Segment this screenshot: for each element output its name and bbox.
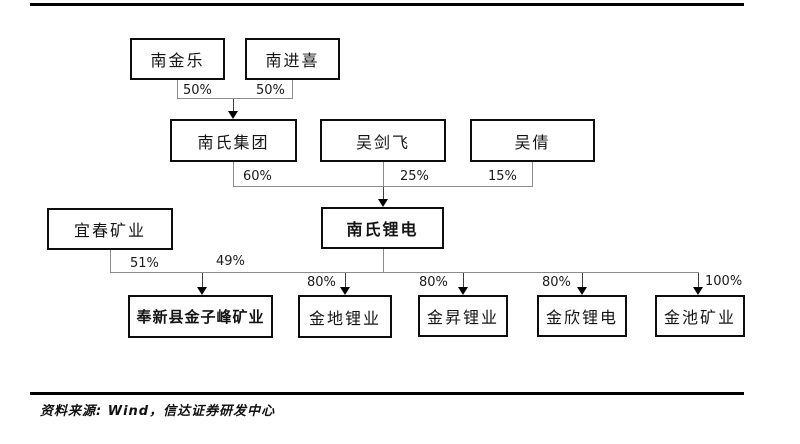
edge-label-25pct: 25% [400, 169, 429, 184]
node-nan-jinxi: 南进喜 [245, 38, 340, 80]
connector-line [233, 186, 533, 187]
edge-label-60pct: 60% [243, 169, 272, 184]
edge-label-80pct: 80% [419, 275, 448, 290]
down-arrowhead-icon [458, 287, 468, 295]
down-arrowhead-icon [577, 287, 587, 295]
connector-line [110, 272, 699, 273]
edge-label-80pct: 80% [542, 275, 571, 290]
connector-line [532, 162, 533, 187]
source-note: 资料来源: Wind，信达证券研发中心 [40, 404, 276, 419]
edge-label-80pct: 80% [307, 275, 336, 290]
node-jindi-liye: 金地锂业 [298, 295, 392, 338]
connector-line [233, 99, 234, 112]
bottom-rule [30, 392, 744, 395]
connector-line [383, 248, 384, 273]
down-arrowhead-icon [340, 287, 350, 295]
connector-line [202, 273, 203, 288]
edge-label-100pct: 100% [705, 274, 743, 289]
edge-label-49pct: 49% [216, 254, 245, 269]
connector-line [233, 162, 234, 187]
connector-line [383, 187, 384, 200]
node-wu-qian: 吴倩 [470, 119, 595, 162]
connector-line [110, 250, 111, 273]
down-arrowhead-icon [378, 199, 388, 207]
top-rule [30, 3, 744, 6]
node-nanshi-lidian: 南氏锂电 [321, 207, 444, 249]
node-nan-jinle: 南金乐 [130, 38, 225, 80]
edge-label-50pct: 50% [256, 83, 285, 98]
down-arrowhead-icon [693, 287, 703, 295]
connector-line [582, 273, 583, 288]
node-wu-jianfei: 吴剑飞 [320, 119, 446, 162]
node-nanshi-group: 南氏集团 [170, 119, 297, 162]
edge-label-50pct: 50% [183, 83, 212, 98]
connector-line [383, 162, 384, 187]
down-arrowhead-icon [228, 111, 238, 119]
connector-line [177, 80, 178, 99]
node-yichun-mining: 宜春矿业 [47, 208, 173, 250]
edge-label-51pct: 51% [130, 256, 159, 271]
node-fengxin-jinzifeng: 奉新县金子峰矿业 [128, 295, 273, 338]
connector-line [177, 98, 293, 99]
node-jinxin-lidian: 金欣锂电 [537, 295, 627, 337]
connector-line [463, 273, 464, 288]
node-jinchi-kuangye: 金池矿业 [655, 295, 745, 337]
node-jinsheng-liye: 金昇锂业 [418, 295, 508, 337]
down-arrowhead-icon [197, 287, 207, 295]
connector-line [292, 80, 293, 99]
edge-label-15pct: 15% [488, 169, 517, 184]
connector-line [345, 273, 346, 288]
connector-line [698, 273, 699, 288]
